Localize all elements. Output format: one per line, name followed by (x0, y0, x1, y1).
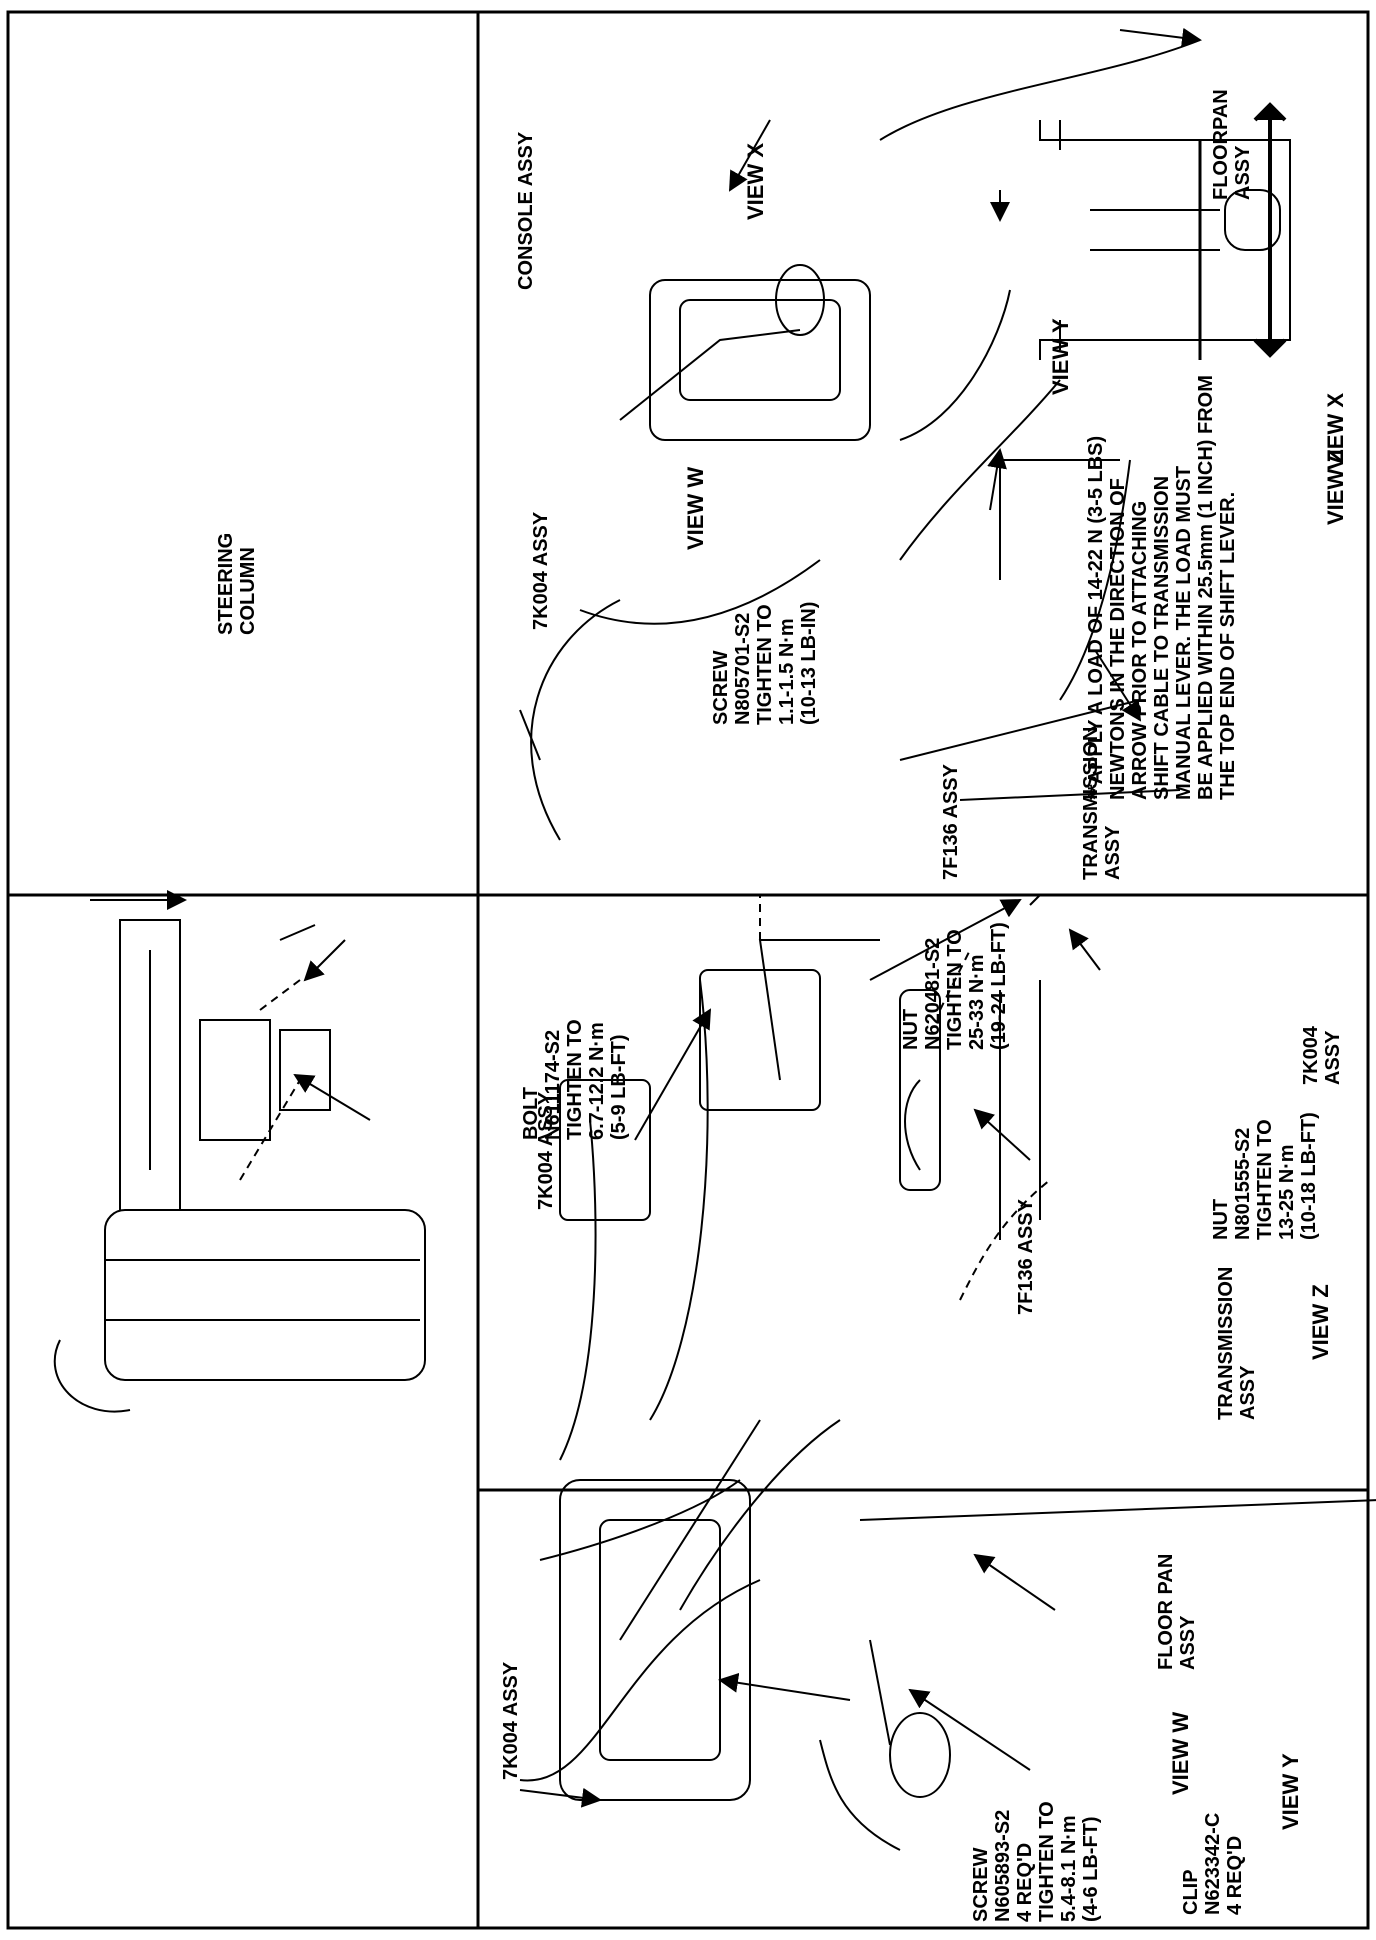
outer-border (6, 10, 1370, 1930)
nut-n801555-label: NUT N801555-S2 TIGHTEN TO 13-25 N·m (10-… (1210, 1112, 1320, 1240)
overview-7k004-label: 7K004 ASSY (530, 511, 552, 630)
view-x-art (1039, 120, 1291, 360)
view-w-title: VIEW W (1168, 1711, 1193, 1795)
clip-n623342-label: CLIP N623342-C 4 REQ'D (1180, 1812, 1246, 1915)
view-z-transmission-label: TRANSMISSION ASSY (1215, 1266, 1259, 1420)
overview-7f136-label: 7F136 ASSY (940, 764, 962, 880)
view-z-art (559, 894, 1051, 1461)
view-y-7k004-label: 7K004 ASSY (500, 1661, 522, 1780)
steering-column-label: STEERING COLUMN (215, 532, 259, 635)
console-assy-label: CONSOLE ASSY (515, 131, 537, 290)
floor-pan-assy-label: FLOOR PAN ASSY (1155, 1553, 1199, 1670)
nut-n620481-label: NUT N620481-S2 TIGHTEN TO 25-33 N·m (19-… (900, 922, 1010, 1050)
floorpan-assy-label: FLOORPAN ASSY (1210, 89, 1254, 200)
screw-n805701-label: SCREW N805701-S2 TIGHTEN TO 1.1-1.5 N·m … (710, 601, 820, 725)
view-z-7k004-label: 7K004 ASSY (1300, 1026, 1344, 1085)
view-z-7f136-label: 7F136 ASSY (1015, 1199, 1037, 1315)
screw-n605893-label: SCREW N605893-S2 4 REQ'D TIGHTEN TO 5.4-… (970, 1801, 1102, 1922)
view-z-title: VIEW Z (1308, 1284, 1333, 1360)
overview-transmission-label: TRANSMISSION ASSY (1080, 726, 1124, 880)
view-w-art (53, 919, 426, 1413)
overview-view-x-label: VIEW X (743, 142, 768, 220)
overview-view-w-label: VIEW W (683, 466, 708, 550)
bolt-n611174-label: BOLT N611174-S2 TIGHTEN TO 6.7-12.2 N·m … (520, 1019, 630, 1140)
view-y-art (519, 1419, 1376, 1851)
overview-view-z-label: VIEW Z (1323, 449, 1348, 525)
overview-view-y-label: VIEW Y (1048, 318, 1073, 395)
view-y-title: VIEW Y (1278, 1753, 1303, 1830)
